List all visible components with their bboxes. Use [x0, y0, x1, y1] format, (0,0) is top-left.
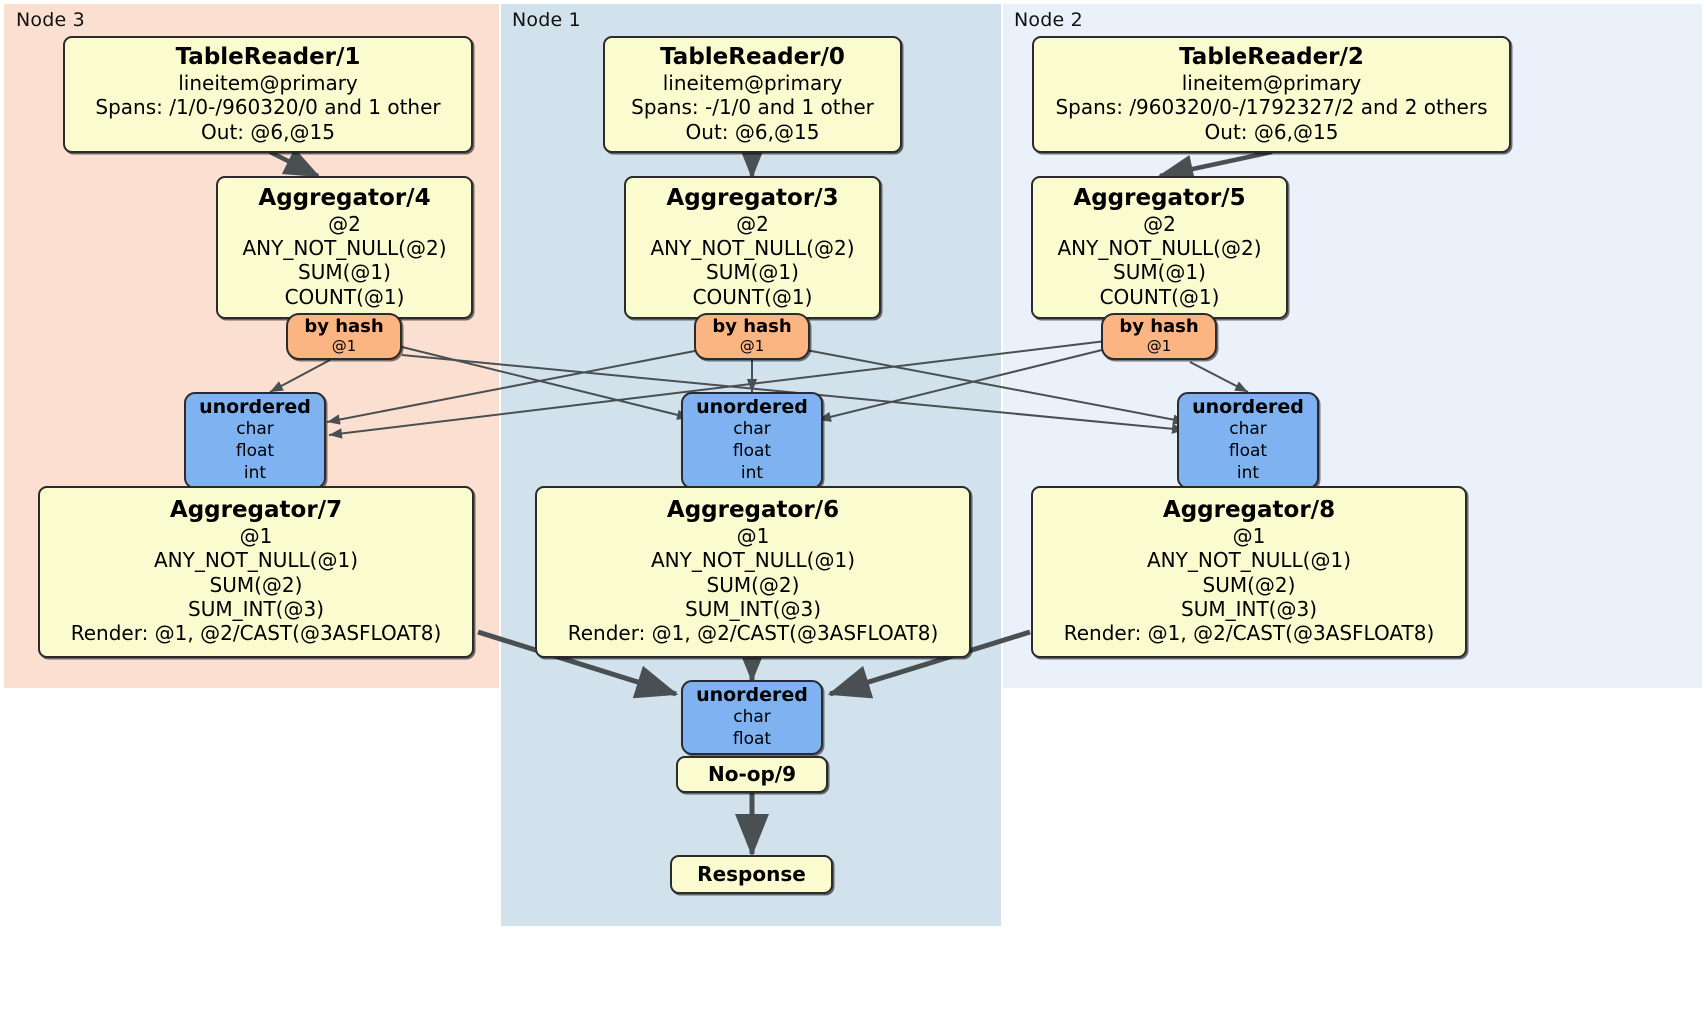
- synchronizer-node1-type-2: int: [740, 463, 764, 484]
- table-reader-1-title: TableReader/1: [175, 44, 361, 71]
- aggregator-6-render: Render: @1, @2/CAST(@3ASFLOAT8): [567, 621, 939, 646]
- synchronizer-node2-type-0: char: [1229, 418, 1267, 439]
- table-reader-1-spans: Spans: /1/0-/960320/0 and 1 other: [95, 95, 441, 120]
- aggregator-3-title: Aggregator/3: [666, 184, 839, 211]
- router-by-hash-node3[interactable]: by hash @1: [286, 313, 402, 360]
- aggregator-6-agg-2: SUM_INT(@3): [685, 597, 821, 622]
- synchronizer-node1[interactable]: unordered char float int: [681, 392, 823, 489]
- table-reader-2-out: Out: @6,@15: [1204, 119, 1339, 144]
- aggregator-7-title: Aggregator/7: [169, 497, 343, 524]
- router-by-hash-node1[interactable]: by hash @1: [694, 313, 810, 360]
- aggregator-5-title: Aggregator/5: [1073, 184, 1246, 211]
- aggregator-5-agg-2: COUNT(@1): [1099, 284, 1220, 309]
- aggregator-4-agg-2: COUNT(@1): [284, 284, 405, 309]
- aggregator-3-agg-0: ANY_NOT_NULL(@2): [650, 235, 855, 260]
- table-reader-0-spans: Spans: -/1/0 and 1 other: [631, 95, 874, 120]
- synchronizer-node2-type-2: int: [1236, 463, 1260, 484]
- table-reader-1-box[interactable]: TableReader/1 lineitem@primary Spans: /1…: [63, 36, 473, 153]
- node-label-node1: Node 1: [512, 9, 581, 31]
- synchronizer-node2-title: unordered: [1192, 395, 1304, 418]
- aggregator-4-title: Aggregator/4: [258, 184, 431, 211]
- synchronizer-node1-title: unordered: [696, 395, 808, 418]
- final-synchronizer[interactable]: unordered char float: [681, 680, 823, 755]
- aggregator-8-render: Render: @1, @2/CAST(@3ASFLOAT8): [1063, 621, 1435, 646]
- aggregator-7-group: @1: [239, 523, 273, 548]
- node-label-node3: Node 3: [16, 9, 85, 31]
- aggregator-4-agg-0: ANY_NOT_NULL(@2): [242, 235, 447, 260]
- final-synchronizer-type-1: float: [732, 729, 772, 750]
- aggregator-7-agg-2: SUM_INT(@3): [188, 597, 324, 622]
- table-reader-2-title: TableReader/2: [1179, 44, 1364, 71]
- aggregator-5-group: @2: [1143, 211, 1176, 236]
- aggregator-4-agg-1: SUM(@1): [298, 260, 391, 285]
- aggregator-8-box[interactable]: Aggregator/8 @1 ANY_NOT_NULL(@1) SUM(@2)…: [1031, 486, 1467, 658]
- aggregator-6-agg-1: SUM(@2): [706, 572, 800, 597]
- response-title: Response: [697, 862, 806, 887]
- table-reader-1-out: Out: @6,@15: [201, 119, 335, 144]
- aggregator-7-agg-1: SUM(@2): [209, 572, 303, 597]
- aggregator-5-box[interactable]: Aggregator/5 @2 ANY_NOT_NULL(@2) SUM(@1)…: [1031, 176, 1288, 319]
- aggregator-7-agg-0: ANY_NOT_NULL(@1): [154, 548, 358, 573]
- table-reader-2-box[interactable]: TableReader/2 lineitem@primary Spans: /9…: [1032, 36, 1511, 153]
- table-reader-1-table: lineitem@primary: [178, 70, 358, 95]
- aggregator-4-box[interactable]: Aggregator/4 @2 ANY_NOT_NULL(@2) SUM(@1)…: [216, 176, 473, 319]
- aggregator-8-agg-0: ANY_NOT_NULL(@1): [1147, 548, 1351, 573]
- aggregator-5-agg-0: ANY_NOT_NULL(@2): [1057, 235, 1262, 260]
- no-op-9-title: No-op/9: [707, 762, 797, 787]
- router-by-hash-node1-column: @1: [739, 337, 765, 356]
- aggregator-3-group: @2: [736, 211, 769, 236]
- aggregator-5-agg-1: SUM(@1): [1113, 260, 1206, 285]
- aggregator-8-title: Aggregator/8: [1162, 497, 1336, 524]
- aggregator-4-group: @2: [328, 211, 361, 236]
- node-label-node2: Node 2: [1014, 9, 1083, 31]
- table-reader-0-table: lineitem@primary: [662, 70, 843, 95]
- aggregator-3-agg-2: COUNT(@1): [692, 284, 813, 309]
- synchronizer-node3-title: unordered: [199, 395, 311, 418]
- table-reader-0-box[interactable]: TableReader/0 lineitem@primary Spans: -/…: [603, 36, 902, 153]
- response-box[interactable]: Response: [670, 855, 833, 894]
- router-by-hash-node2-column: @1: [1146, 337, 1172, 356]
- synchronizer-node1-type-0: char: [733, 418, 771, 439]
- aggregator-3-box[interactable]: Aggregator/3 @2 ANY_NOT_NULL(@2) SUM(@1)…: [624, 176, 881, 319]
- table-reader-2-spans: Spans: /960320/0-/1792327/2 and 2 others: [1055, 95, 1488, 120]
- aggregator-7-render: Render: @1, @2/CAST(@3ASFLOAT8): [70, 621, 442, 646]
- no-op-9-box[interactable]: No-op/9: [676, 756, 828, 793]
- router-by-hash-node3-title: by hash: [304, 316, 384, 338]
- synchronizer-node3[interactable]: unordered char float int: [184, 392, 326, 489]
- router-by-hash-node3-column: @1: [331, 337, 357, 356]
- router-by-hash-node1-title: by hash: [712, 316, 792, 338]
- table-reader-0-out: Out: @6,@15: [685, 119, 820, 144]
- aggregator-6-group: @1: [736, 523, 770, 548]
- router-by-hash-node2-title: by hash: [1119, 316, 1199, 338]
- synchronizer-node3-type-0: char: [236, 418, 274, 439]
- aggregator-6-box[interactable]: Aggregator/6 @1 ANY_NOT_NULL(@1) SUM(@2)…: [535, 486, 971, 658]
- table-reader-2-table: lineitem@primary: [1181, 70, 1362, 95]
- final-synchronizer-title: unordered: [696, 683, 808, 706]
- router-by-hash-node2[interactable]: by hash @1: [1101, 313, 1217, 360]
- aggregator-3-agg-1: SUM(@1): [706, 260, 799, 285]
- final-synchronizer-type-0: char: [733, 707, 771, 728]
- synchronizer-node3-type-1: float: [235, 441, 275, 462]
- synchronizer-node3-type-2: int: [243, 463, 267, 484]
- aggregator-6-title: Aggregator/6: [666, 497, 840, 524]
- aggregator-7-box[interactable]: Aggregator/7 @1 ANY_NOT_NULL(@1) SUM(@2)…: [38, 486, 474, 658]
- synchronizer-node1-type-1: float: [732, 441, 772, 462]
- aggregator-6-agg-0: ANY_NOT_NULL(@1): [651, 548, 855, 573]
- synchronizer-node2-type-1: float: [1228, 441, 1268, 462]
- synchronizer-node2[interactable]: unordered char float int: [1177, 392, 1319, 489]
- aggregator-8-agg-1: SUM(@2): [1202, 572, 1296, 597]
- table-reader-0-title: TableReader/0: [660, 44, 845, 71]
- aggregator-8-group: @1: [1232, 523, 1266, 548]
- aggregator-8-agg-2: SUM_INT(@3): [1181, 597, 1317, 622]
